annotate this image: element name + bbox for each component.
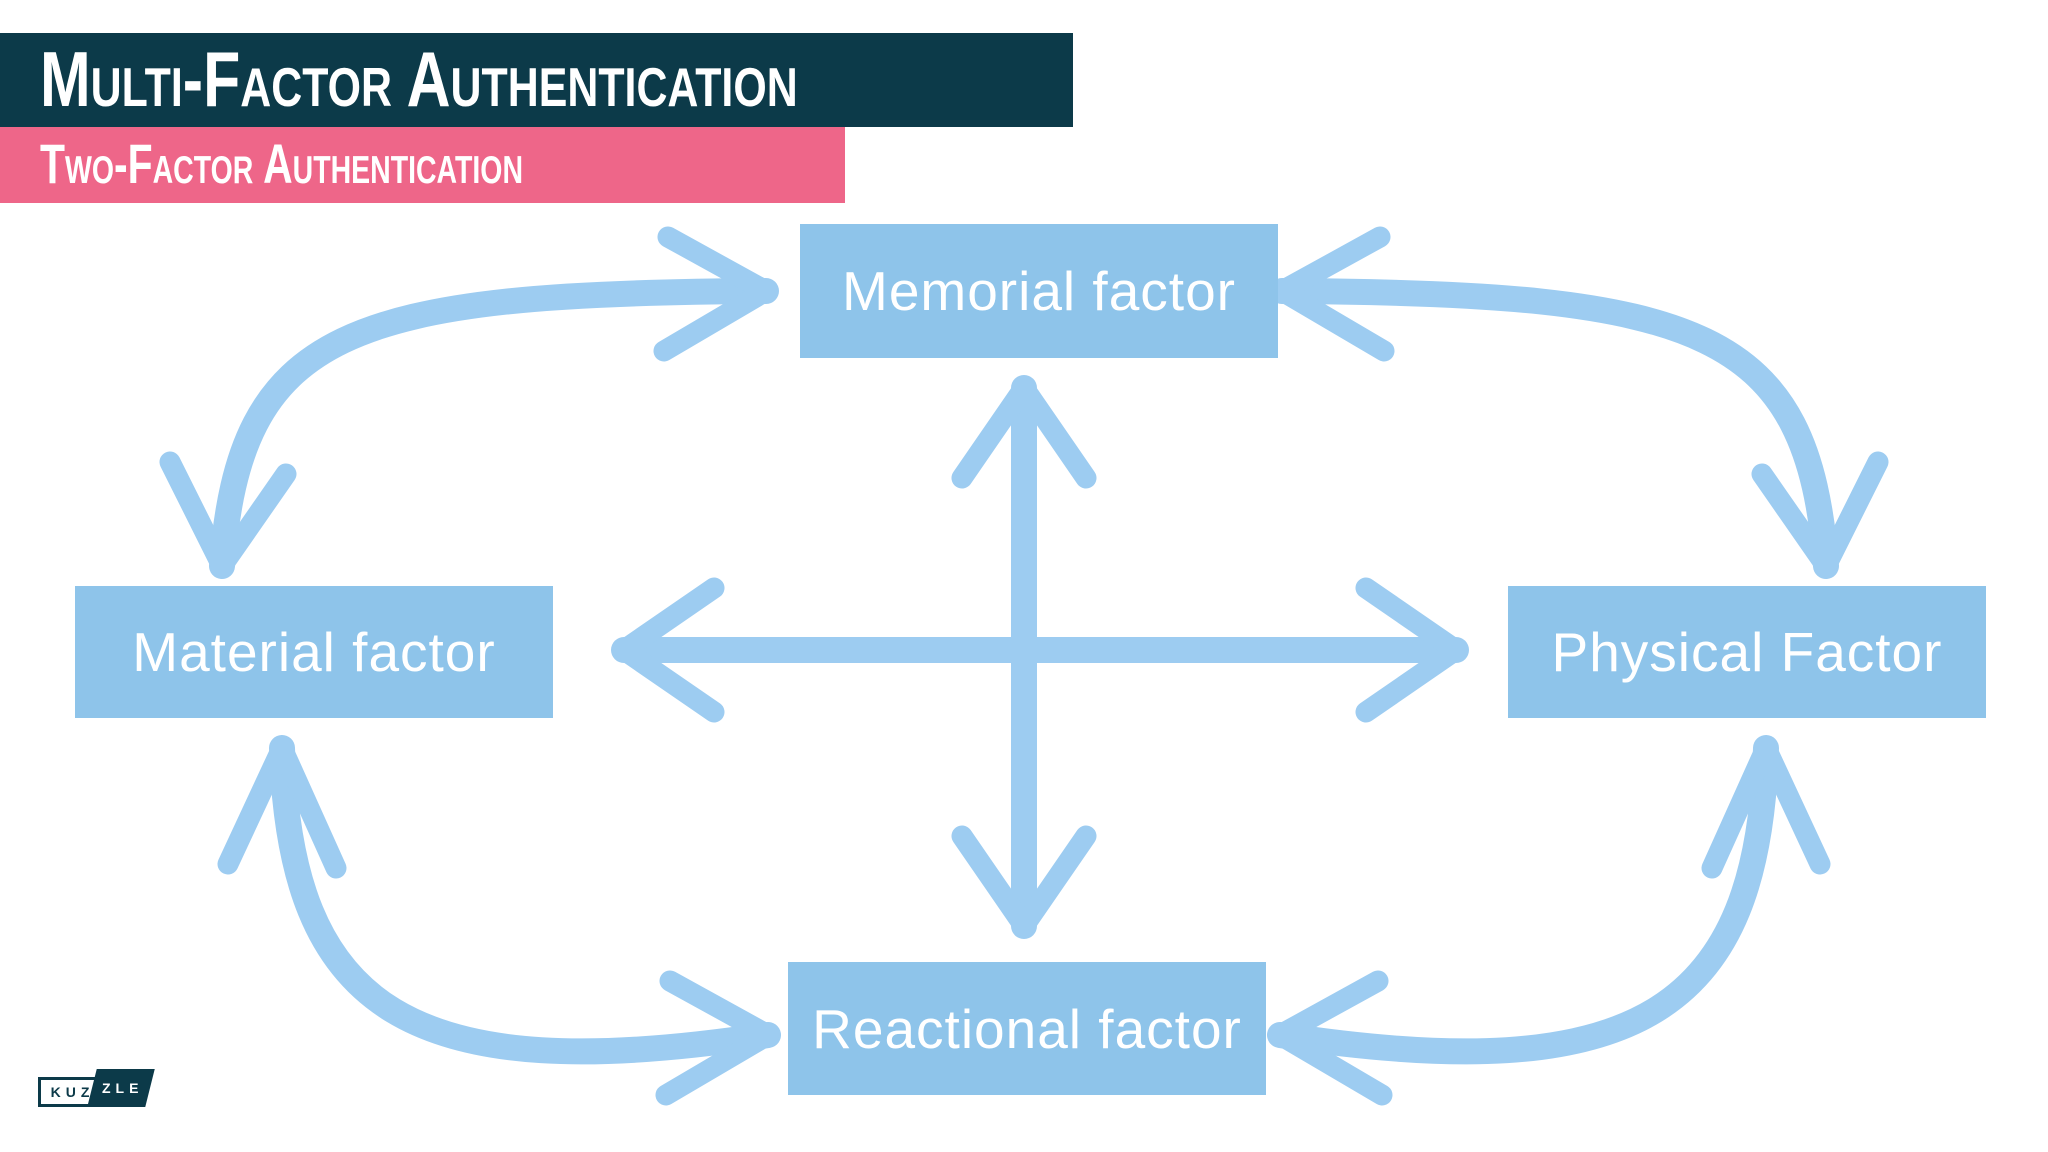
kuzzle-logo: KUZ ZLE (38, 1068, 155, 1108)
factor-label-physical: Physical Factor (1551, 621, 1943, 683)
factor-box-memorial: Memorial factor (800, 224, 1278, 358)
arrow-memorial-material (159, 226, 779, 579)
kuzzle-logo-right-text: ZLE (102, 1080, 144, 1096)
factor-label-material: Material factor (132, 621, 496, 683)
factor-box-material: Material factor (75, 586, 553, 718)
title-bar: Multi-Factor Authentication (0, 33, 1073, 127)
slide-subtitle: Two-Factor Authentication (40, 132, 524, 195)
slide-title: Multi-Factor Authentication (40, 35, 798, 123)
kuzzle-logo-right: ZLE (87, 1069, 155, 1107)
arrow-material-physical (611, 577, 1469, 723)
factor-label-memorial: Memorial factor (842, 260, 1236, 322)
arrow-reactional-physical (1267, 735, 1831, 1106)
subtitle-bar: Two-Factor Authentication (0, 127, 845, 203)
factor-box-physical: Physical Factor (1508, 586, 1986, 718)
factor-box-reactional: Reactional factor (788, 962, 1266, 1095)
arrow-memorial-physical (1269, 226, 1889, 579)
factor-label-reactional: Reactional factor (812, 997, 1242, 1060)
arrow-material-reactional (217, 735, 781, 1106)
